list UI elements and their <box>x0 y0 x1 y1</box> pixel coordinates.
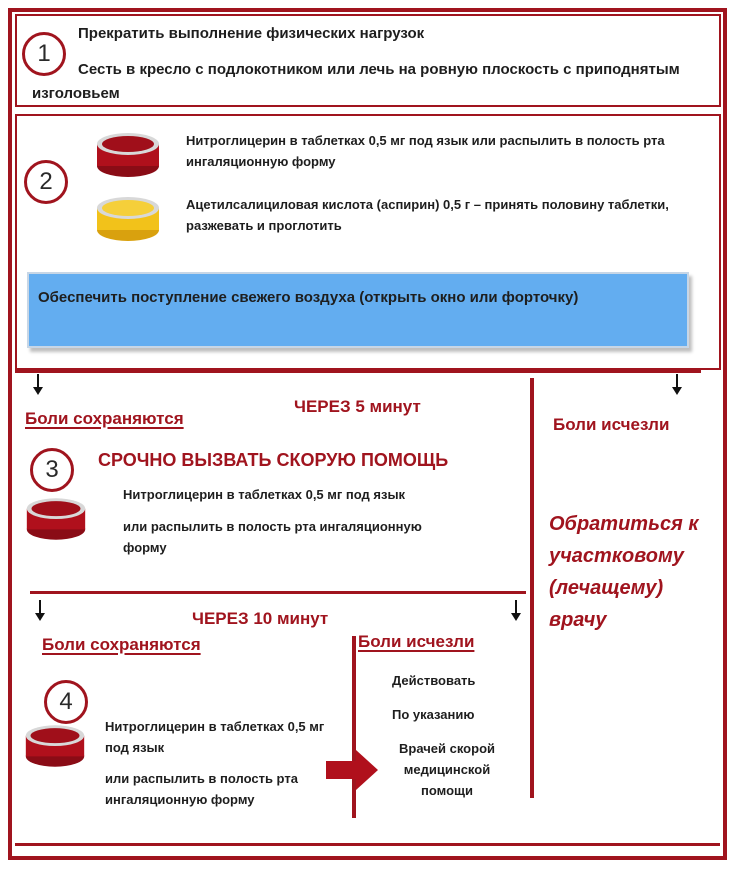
red-pill-icon <box>25 725 85 767</box>
step1-box <box>15 14 721 107</box>
right-arrow-icon <box>326 750 378 790</box>
step2-box <box>15 114 721 370</box>
after5-pain-persists: Боли сохраняются <box>25 409 184 428</box>
down-arrow-icon <box>33 374 43 395</box>
after10-pain-persists: Боли сохраняются <box>42 635 201 654</box>
step2-number: 2 <box>24 160 68 204</box>
after10-label: ЧЕРЕЗ 10 минут <box>192 609 329 628</box>
red-pill-icon <box>26 498 86 540</box>
yellow-pill-icon <box>97 197 159 241</box>
bottom-border <box>15 843 720 846</box>
step3-number: 3 <box>30 448 74 492</box>
after5-pain-gone: Боли исчезли <box>553 415 670 434</box>
step1-line2: Сесть в кресло с подлокотником или лечь … <box>32 61 680 102</box>
after10-pain-gone: Боли исчезли <box>358 632 475 651</box>
step3-line2: или распылить в полость рта ингаляционну… <box>123 519 422 555</box>
step4-act2: По указанию <box>392 707 475 722</box>
down-arrow-icon <box>511 600 521 621</box>
after5-label: ЧЕРЕЗ 5 минут <box>294 397 421 416</box>
fresh-air-box <box>27 272 689 348</box>
divider-after10 <box>30 591 526 594</box>
fresh-air-text: Обеспечить поступление свежего воздуха (… <box>38 289 579 306</box>
right-column-divider <box>530 378 534 798</box>
step3-title: СРОЧНО ВЫЗВАТЬ СКОРУЮ ПОМОЩЬ <box>98 450 449 470</box>
outer-frame <box>8 8 727 860</box>
step4-line1: Нитроглицерин в таблетках 0,5 мг под язы… <box>105 719 325 755</box>
step3-line1: Нитроглицерин в таблетках 0,5 мг под язы… <box>123 487 406 502</box>
step2-drug1: Нитроглицерин в таблетках 0,5 мг под язы… <box>186 133 665 169</box>
step2-drug2: Ацетилсалициловая кислота (аспирин) 0,5 … <box>186 197 669 233</box>
see-doctor-text: Обратиться к участковому (лечащему) врач… <box>549 513 699 631</box>
down-arrow-icon <box>672 374 682 395</box>
step1-number: 1 <box>22 32 66 76</box>
step4-act3: Врачей скорой медицинской помощи <box>399 741 495 798</box>
divider-after5 <box>15 370 701 373</box>
step4-number: 4 <box>44 680 88 724</box>
step4-line2: или распылить в полость рта ингаляционну… <box>105 771 298 807</box>
step4-act1: Действовать <box>392 673 476 688</box>
down-arrow-icon <box>35 600 45 621</box>
red-pill-icon <box>97 133 159 177</box>
middle-column-divider <box>352 636 356 818</box>
step1-line1: Прекратить выполнение физических нагрузо… <box>78 25 425 42</box>
